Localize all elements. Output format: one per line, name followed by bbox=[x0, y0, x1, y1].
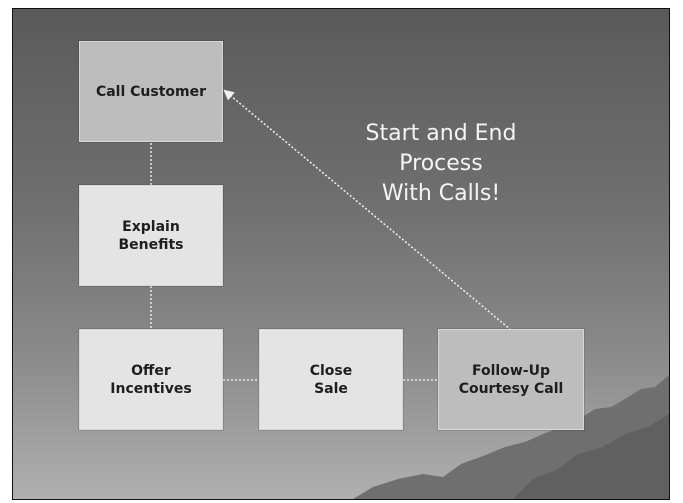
diagram-canvas bbox=[150, 89, 669, 499]
step-follow-up-label: Follow-Up Courtesy Call bbox=[458, 362, 564, 397]
slide-frame: Call Customer Explain Benefits Offer Inc… bbox=[12, 8, 670, 500]
step-offer-incentives: Offer Incentives bbox=[79, 329, 223, 430]
callout-text: Start and End Process With Calls! bbox=[365, 121, 517, 206]
step-call-customer: Call Customer bbox=[79, 41, 223, 142]
step-explain-benefits-label: Explain Benefits bbox=[118, 218, 184, 253]
step-offer-incentives-label: Offer Incentives bbox=[110, 362, 192, 397]
step-close-sale: Close Sale bbox=[259, 329, 403, 430]
step-explain-benefits: Explain Benefits bbox=[79, 185, 223, 286]
mountain-silhouette-front bbox=[513, 414, 669, 499]
step-close-sale-label: Close Sale bbox=[309, 362, 353, 397]
step-call-customer-label: Call Customer bbox=[95, 83, 207, 100]
step-follow-up: Follow-Up Courtesy Call bbox=[438, 329, 584, 430]
